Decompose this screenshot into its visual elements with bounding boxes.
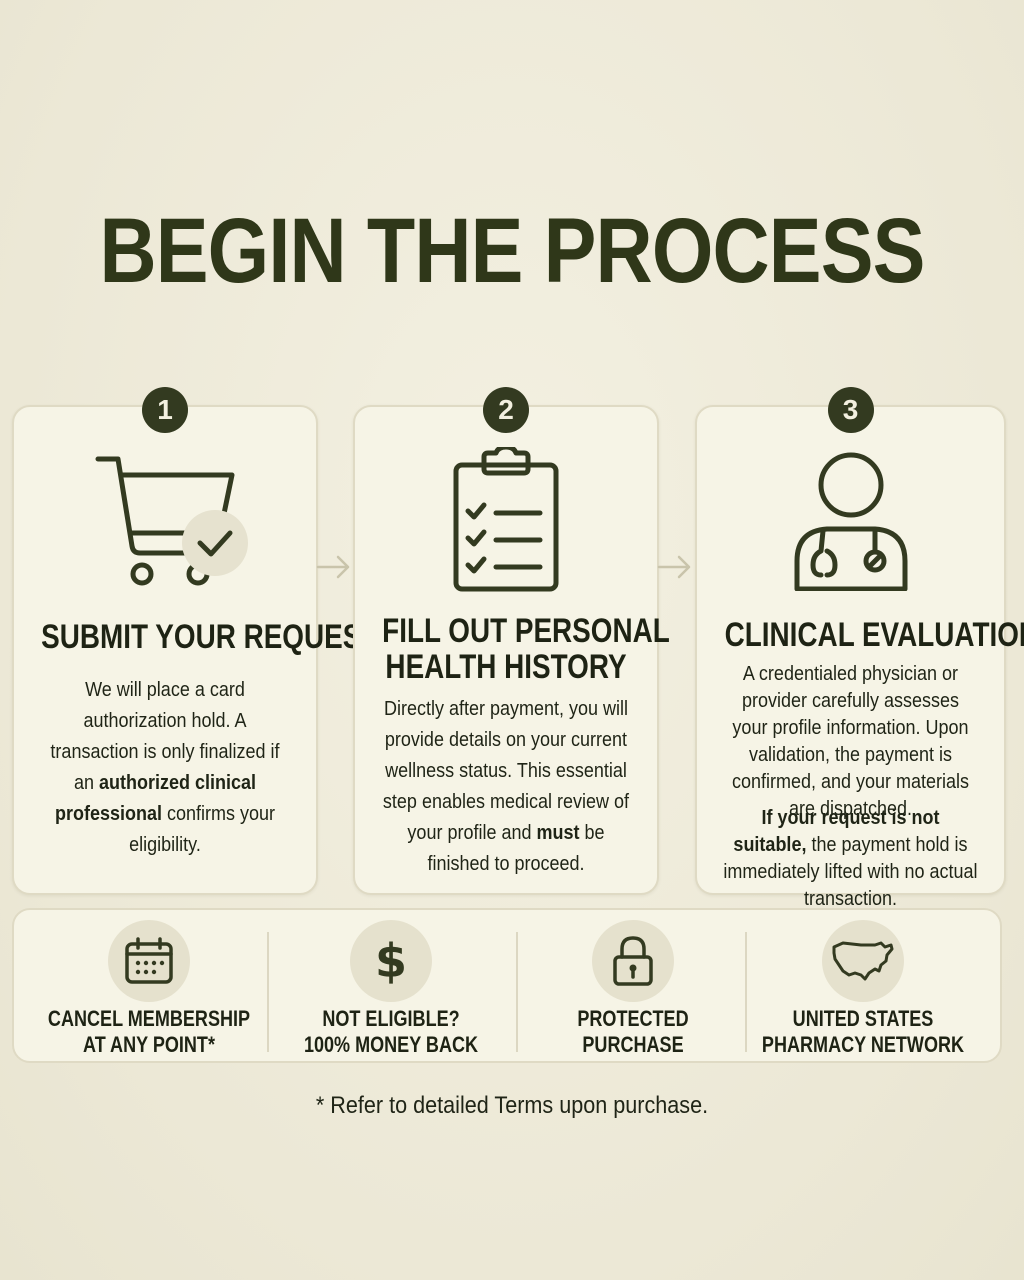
feature-label: CANCEL MEMBERSHIP AT ANY POINT* bbox=[47, 1006, 251, 1057]
feature-cancel-membership: CANCEL MEMBERSHIP AT ANY POINT* bbox=[44, 910, 254, 1063]
feature-label: NOT ELIGIBLE? 100% MONEY BACK bbox=[303, 1006, 479, 1057]
step-description: We will place a card authorization hold.… bbox=[50, 679, 280, 856]
step-number-badge: 2 bbox=[483, 387, 529, 433]
calendar-icon bbox=[108, 920, 190, 1002]
feature-label: UNITED STATES PHARMACY NETWORK bbox=[761, 1006, 965, 1057]
feature-divider bbox=[516, 932, 518, 1052]
feature-label: PROTECTED PURCHASE bbox=[577, 1006, 689, 1057]
feature-money-back: $ NOT ELIGIBLE? 100% MONEY BACK bbox=[286, 910, 496, 1063]
arrow-right-icon bbox=[316, 555, 350, 579]
step-number-badge: 1 bbox=[142, 387, 188, 433]
step-description: A credentialed physician or provider car… bbox=[731, 663, 970, 820]
feature-divider bbox=[745, 932, 747, 1052]
terms-footnote: * Refer to detailed Terms upon purchase. bbox=[315, 1092, 709, 1119]
usa-map-icon bbox=[822, 920, 904, 1002]
feature-pharmacy-network: UNITED STATES PHARMACY NETWORK bbox=[758, 910, 968, 1063]
shopping-cart-check-icon bbox=[14, 451, 316, 591]
features-strip: CANCEL MEMBERSHIP AT ANY POINT* $ NOT EL… bbox=[12, 908, 1002, 1063]
arrow-right-icon bbox=[657, 555, 691, 579]
step-title: FILL OUT PERSONAL HEALTH HISTORY bbox=[382, 612, 670, 686]
dollar-icon: $ bbox=[350, 920, 432, 1002]
step-card-2: 2 FILL OUT PERSONAL HEALTH HISTORY Di bbox=[353, 387, 670, 895]
feature-divider bbox=[267, 932, 269, 1052]
step-title: CLINICAL EVALUATION bbox=[724, 616, 1024, 654]
padlock-icon bbox=[592, 920, 674, 1002]
step-number-badge: 3 bbox=[827, 387, 874, 433]
clipboard-checklist-icon bbox=[355, 447, 657, 593]
step-title: SUBMIT YOUR REQUEST bbox=[41, 618, 379, 656]
page-title: BEGIN THE PROCESS bbox=[99, 200, 925, 302]
doctor-stethoscope-icon bbox=[697, 451, 1004, 591]
step-card-1: 1 SUBMIT YOUR REQUEST We will place a ca… bbox=[12, 387, 379, 895]
step-description: Directly after payment, you will provide… bbox=[382, 698, 630, 875]
step-card-3: 3 CLINICAL EVALUATION A credentialed phy… bbox=[695, 387, 1024, 910]
step-refund-note: If your request is not suitable, the pay… bbox=[723, 807, 978, 910]
feature-protected-purchase: PROTECTED PURCHASE bbox=[528, 910, 738, 1063]
